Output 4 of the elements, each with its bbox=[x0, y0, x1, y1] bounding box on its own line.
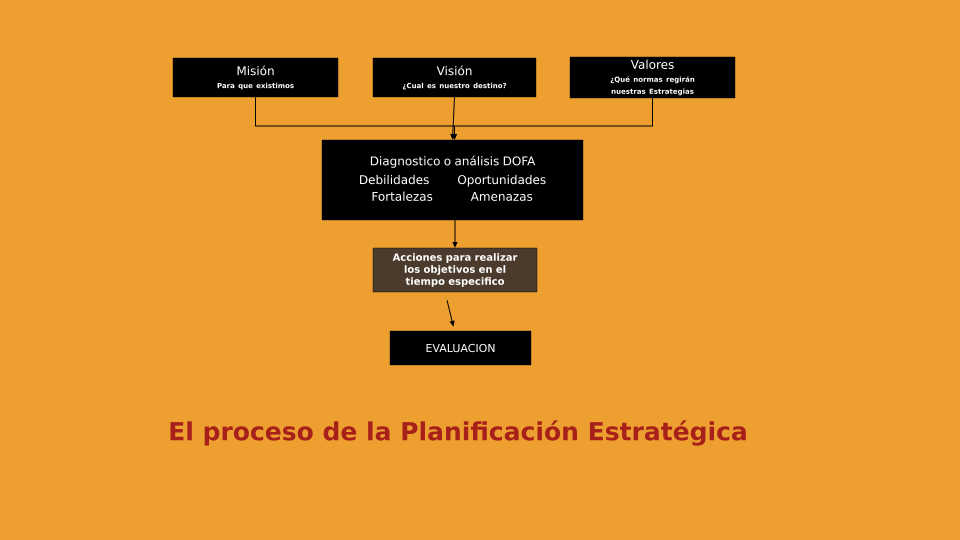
process-box: Acciones para realizar los objetivos en el tiempo especifico bbox=[372, 248, 538, 292]
title: El proceso de la Planificación Estratégica bbox=[170, 420, 746, 446]
process-box: Diagnostico o análisis DOFA Debilidades Oportunidades Fortalezas Amenazas bbox=[322, 140, 584, 220]
process-box: EVALUACION bbox=[390, 330, 532, 366]
